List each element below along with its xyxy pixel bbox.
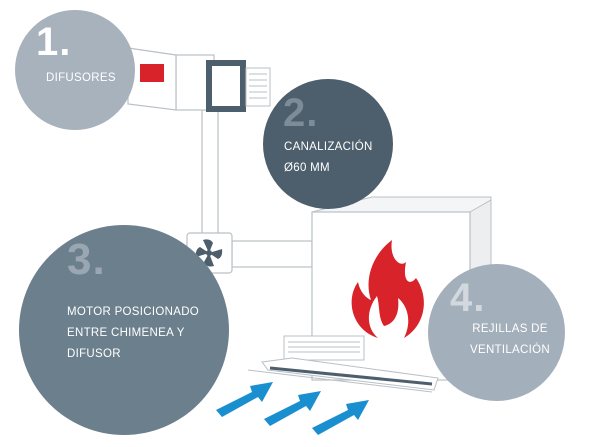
step-4-label-line: VENTILACIÓN — [470, 344, 550, 356]
step-4-label: REJILLAS DE VENTILACIÓN — [470, 319, 550, 361]
step-3-number: 3. — [67, 235, 106, 284]
step-2-circle: 2. CANALIZACIÓN Ø60 MM — [263, 79, 393, 209]
step-3-circle: 3. MOTOR POSICIONADO ENTRE CHIMENEA Y DI… — [19, 225, 229, 435]
step-1-label-line: DIFUSORES — [46, 72, 116, 84]
step-3-label-line: MOTOR POSICIONADO — [67, 306, 200, 318]
step-3-label-line: DIFUSOR — [67, 348, 121, 360]
step-3-label: MOTOR POSICIONADO ENTRE CHIMENEA Y DIFUS… — [67, 302, 199, 365]
step-2-number: 2. — [283, 91, 319, 135]
flame-icon — [351, 240, 424, 338]
step-1-number: 1. — [36, 20, 72, 64]
airflow-arrow-icon — [216, 382, 369, 435]
step-2-label-line: Ø60 MM — [284, 162, 330, 174]
step-4-circle: 4. REJILLAS DE VENTILACIÓN — [428, 264, 565, 401]
step-4-number: 4. — [450, 276, 486, 320]
step-2-label: CANALIZACIÓN Ø60 MM — [284, 137, 373, 179]
step-1-circle: 1. DIFUSORES — [15, 10, 135, 130]
step-4-label-line: REJILLAS DE — [472, 323, 548, 335]
step-2-label-line: CANALIZACIÓN — [284, 141, 373, 153]
vent-grille-icon — [247, 335, 439, 393]
step-1-label: DIFUSORES — [46, 68, 116, 89]
duct-channel — [201, 109, 313, 268]
step-3-label-line: ENTRE CHIMENEA Y — [67, 327, 185, 339]
diffuser-icon — [127, 47, 271, 112]
